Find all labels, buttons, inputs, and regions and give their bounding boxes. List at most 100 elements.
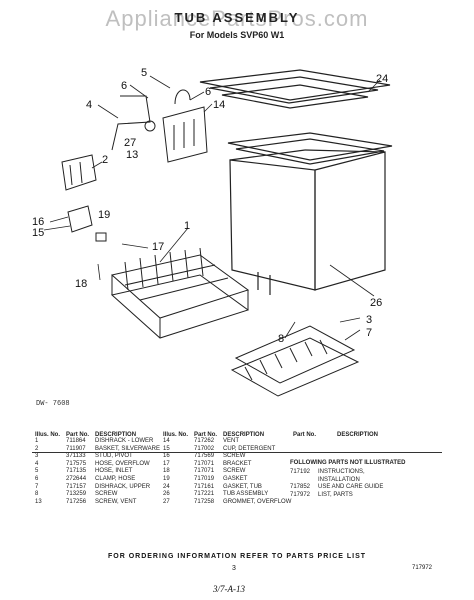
callout-4: 4 — [86, 99, 92, 111]
illus-no-cell: 27 — [163, 498, 170, 505]
illus-no-cell: 13 — [35, 498, 42, 505]
description-cell: DISHRACK, UPPER — [95, 483, 151, 490]
table-row: 19 717019 GASKET — [160, 476, 294, 484]
not-illustrated-heading: FOLLOWING PARTS NOT ILLUSTRATED — [290, 460, 406, 466]
callout-15: 15 — [32, 227, 44, 239]
description-cell: HOSE, INLET — [95, 468, 133, 475]
page-subtitle: For Models SVP60 W1 — [189, 30, 285, 40]
description-cell: SCREW, VENT — [95, 498, 137, 505]
watermark: AppliancePartsPros.com — [105, 6, 369, 31]
part-no-cell: 717071 — [194, 460, 215, 467]
description-cell: DISHRACK - LOWER — [95, 438, 154, 444]
part-no-cell: 711907 — [66, 445, 86, 452]
page-number: 3 — [232, 565, 236, 572]
header-description: DESCRIPTION — [223, 432, 265, 438]
tub-body — [229, 149, 386, 295]
part-no-cell: 711864 — [66, 438, 86, 444]
callout-16: 16 — [32, 216, 44, 228]
description-cell: CLAMP, HOSE — [95, 475, 136, 482]
description-cell: BASKET, SILVERWARE — [95, 445, 160, 452]
description-cell: GASKET — [223, 475, 248, 482]
table-row: 2 711907 BASKET, SILVERWARE — [32, 446, 163, 454]
part-no-cell: 717972 — [290, 491, 311, 498]
description-cell: LIST, PARTS — [318, 491, 353, 498]
callout-17: 17 — [152, 241, 164, 253]
ordering-note: FOR ORDERING INFORMATION REFER TO PARTS … — [107, 553, 367, 560]
part-no-cell: 717071 — [194, 468, 215, 475]
callout-14: 14 — [213, 99, 225, 111]
header-part-no: Part No. — [293, 432, 317, 438]
illus-no-cell: 14 — [163, 438, 170, 444]
callout-18: 18 — [75, 278, 87, 290]
tub-gasket-frame — [199, 69, 393, 165]
callout-1: 1 — [184, 220, 190, 232]
exploded-parts-diagram: 24 26 1 2 3 4 5 6 6 7 8 13 14 15 16 17 1… — [32, 67, 393, 397]
silverware-basket — [61, 154, 97, 191]
callout-26: 26 — [370, 297, 382, 309]
table-row: 18 717071 SCREW — [160, 468, 294, 476]
illus-no-cell: 18 — [163, 468, 170, 475]
part-no-cell: 717575 — [66, 460, 87, 467]
description-cell: CUP, DETERGENT — [223, 445, 276, 452]
part-no-cell: 717002 — [194, 445, 215, 452]
lower-dishrack — [110, 247, 250, 339]
part-no-cell: 717019 — [194, 475, 215, 482]
callout-7: 7 — [366, 327, 372, 339]
page-title: TUB ASSEMBLY — [174, 10, 300, 25]
header-description: DESCRIPTION — [337, 432, 379, 438]
illus-no-cell: 4 — [35, 460, 39, 467]
illus-no-cell: 24 — [163, 483, 170, 490]
callout-6a: 6 — [121, 80, 127, 92]
illus-no-cell: 2 — [35, 445, 39, 452]
description-cell: GASKET, TUB — [223, 483, 262, 490]
illus-no-cell: 8 — [35, 491, 39, 498]
leader-lines — [43, 75, 381, 341]
part-no-cell: 717157 — [66, 483, 87, 490]
part-no-cell: 371133 — [66, 453, 86, 460]
list-item: INSTALLATION — [290, 477, 405, 485]
part-no-cell: 717852 — [290, 484, 311, 491]
description-cell: SCREW — [223, 468, 246, 475]
list-item: 717852 USE AND CARE GUIDE — [290, 484, 405, 492]
callout-labels: 24 26 1 2 3 4 5 6 6 7 8 13 14 15 16 17 1… — [32, 67, 388, 345]
header-part-no: Part No. — [66, 432, 90, 438]
illus-no-cell: 19 — [163, 475, 170, 482]
header-part-no: Part No. — [194, 432, 218, 438]
callout-13: 13 — [126, 149, 138, 161]
description-cell: HOSE, OVERFLOW — [95, 460, 150, 467]
description-cell: SCREW — [95, 491, 118, 498]
detergent-cup — [67, 205, 107, 242]
table-divider — [32, 452, 442, 453]
illus-no-cell: 5 — [35, 468, 39, 475]
callout-6b: 6 — [205, 86, 211, 98]
description-cell: STUD, PIVOT — [95, 453, 133, 460]
list-item: 717972 LIST, PARTS — [290, 492, 405, 500]
illus-no-cell: 3 — [35, 453, 39, 460]
part-no-cell: 713259 — [66, 491, 87, 498]
callout-2: 2 — [102, 154, 108, 166]
illus-no-cell: 6 — [35, 475, 39, 482]
description-cell: VENT — [223, 438, 240, 444]
vent-assembly — [111, 89, 208, 163]
description-cell: SCREW — [223, 453, 246, 460]
illus-no-cell: 26 — [163, 491, 170, 498]
description-cell: USE AND CARE GUIDE — [318, 484, 384, 491]
table-row: 3 371133 STUD, PIVOT — [32, 453, 163, 461]
part-no-cell: 717135 — [66, 468, 87, 475]
callout-8: 8 — [278, 333, 284, 345]
diagram-code: DW- 7608 — [36, 400, 70, 408]
description-cell: INSTRUCTIONS, — [318, 469, 365, 475]
parts-table-right-header: Part No. DESCRIPTION — [290, 432, 381, 438]
